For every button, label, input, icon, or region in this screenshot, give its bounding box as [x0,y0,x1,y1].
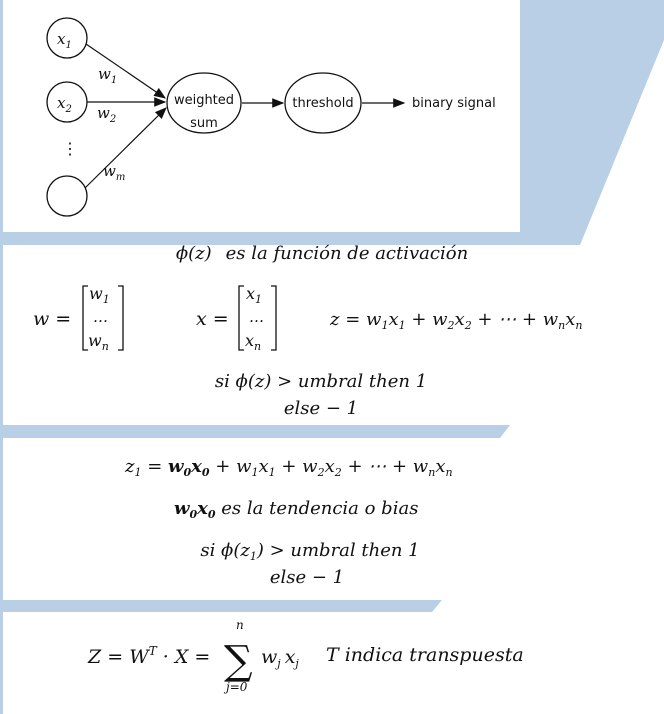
weighted-sum-label-1: weighted [174,93,234,108]
output-label: binary signal [412,96,496,111]
weight-label-w1: w1 [98,65,117,86]
svg-text:…: … [249,308,264,326]
vector-x: x= x1 … xn [196,284,277,353]
perceptron-diagram: x1 x2 ⋮ w1 w2 wm weighted sum threshold … [46,17,496,217]
svg-text:Z = WT · X =: Z = WT · X = [87,644,210,668]
weighted-sum-node [166,72,242,134]
svg-text:wn: wn [88,331,109,353]
input-node-2 [46,81,88,123]
svg-text:x=: x= [196,308,229,330]
svg-text:w1: w1 [89,284,110,306]
input-node-1 [46,17,88,59]
activation-title: ϕ(z)es la función de activación [176,243,468,264]
weight-label-wm: wm [103,162,125,183]
svg-text:T indica transpuesta: T indica transpuesta [326,644,524,666]
background-band-left [0,0,3,714]
background-band-top [0,0,664,245]
rule1-line2: else − 1 [284,398,358,419]
weight-label-w2: w2 [97,104,116,125]
z-equation: z = w1x1 + w2x2 + ⋯ + wnxn [329,309,583,332]
edge-wm [84,107,167,189]
svg-text:xn: xn [245,331,261,353]
svg-text:j=0: j=0 [223,680,248,694]
background-band-middle [0,425,510,438]
background-band-lower [0,600,442,612]
input-node-2-label: x2 [57,94,72,115]
bias-note: w0x0 es la tendencia o bias [174,498,418,521]
input-node-1-label: x1 [57,30,72,51]
svg-text:n: n [236,618,244,632]
svg-text:…: … [93,308,108,326]
rule2-line2: else − 1 [270,567,344,588]
input-node-m [46,175,88,217]
z1-equation: z1 = w0x0 + w1x1 + w2x2 + ⋯ + wnxn [124,456,453,479]
threshold-label: threshold [292,96,353,111]
threshold-node [284,72,362,134]
svg-text:x1: x1 [246,284,262,306]
rule2-line1: si ϕ(z1) > umbral then 1 [200,540,419,563]
rule1-line1: si ϕ(z) > umbral then 1 [215,371,427,392]
edge-w1 [85,43,166,99]
vector-w: w= w1 … wn [33,284,124,353]
input-ellipsis: ⋮ [62,139,78,158]
svg-text:∑: ∑ [224,638,253,684]
weighted-sum-label-2: sum [190,116,218,131]
svg-text:w=: w= [33,308,71,330]
